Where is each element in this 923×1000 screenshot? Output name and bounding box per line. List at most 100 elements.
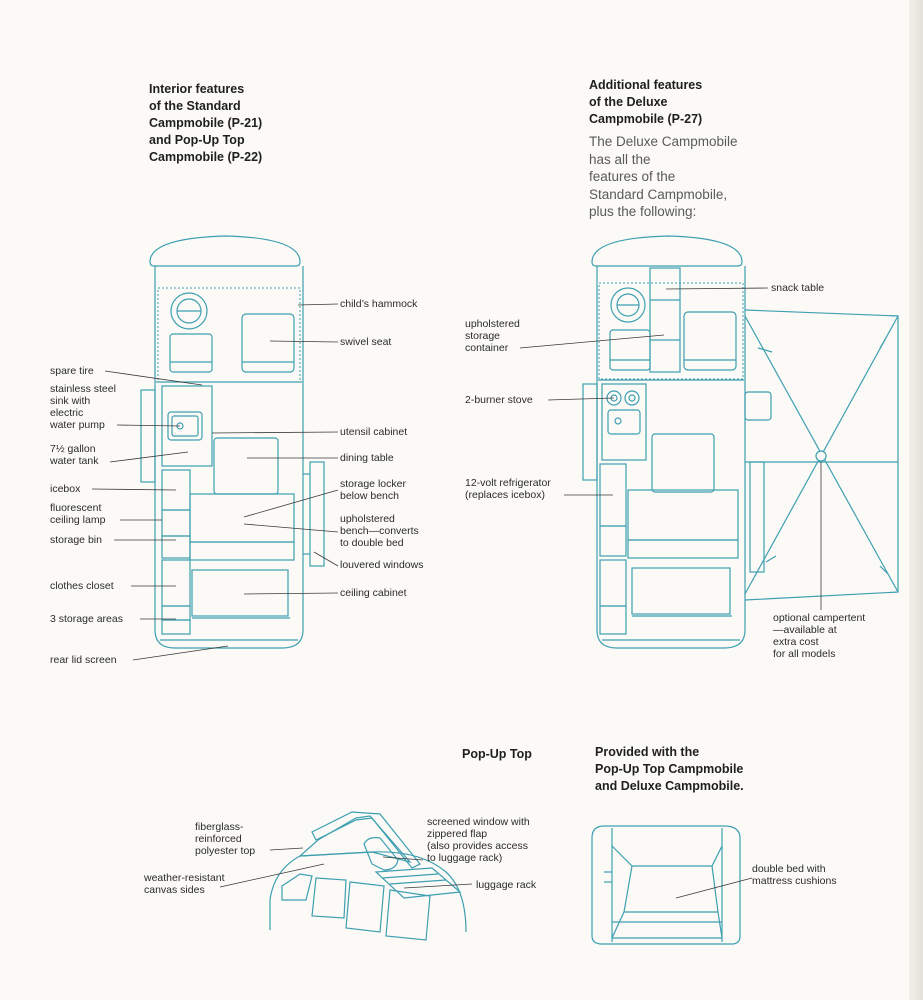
deluxe-intro: The Deluxe Campmobile has all the featur…	[589, 133, 738, 221]
label-text: ceiling lamp	[50, 514, 106, 526]
label-text: rear lid screen	[50, 654, 117, 666]
label-text: polyester top	[195, 845, 256, 857]
label-ceiling-cabinet: ceiling cabinet	[340, 587, 407, 599]
intro-line: features of the	[589, 169, 676, 184]
label-text: container	[465, 342, 509, 354]
intro-line: plus the following:	[589, 204, 697, 219]
label-text: weather-resistant	[144, 872, 225, 884]
label-screened-window: screened window with zippered flap (also…	[427, 816, 530, 864]
label-storage-container: upholstered storage container	[465, 318, 520, 354]
label-text: stainless steel	[50, 383, 116, 395]
heading-line: and Pop-Up Top	[149, 133, 245, 147]
label-text: luggage rack	[476, 879, 537, 891]
label-text: upholstered	[340, 513, 395, 525]
label-text: below bench	[340, 490, 399, 502]
label-storage-locker: storage locker below bench	[340, 478, 406, 502]
heading-line: of the Standard	[149, 99, 241, 113]
label-text: to double bed	[340, 537, 404, 549]
label-text: —available at	[773, 624, 837, 636]
label-icebox: icebox	[50, 483, 80, 495]
label-double-bed: double bed with mattress cushions	[752, 863, 837, 887]
label-text: storage bin	[50, 534, 102, 546]
label-childs-hammock: child’s hammock	[340, 298, 417, 310]
label-text: to luggage rack)	[427, 852, 503, 864]
label-text: dining table	[340, 452, 394, 464]
label-luggage-rack: luggage rack	[476, 879, 536, 891]
heading-line: Additional features	[589, 78, 703, 92]
label-text: 7½ gallon	[50, 443, 96, 455]
label-storage-areas: 3 storage areas	[50, 613, 123, 625]
label-canvas-sides: weather-resistant canvas sides	[144, 872, 225, 896]
heading-line: Campmobile (P-21)	[149, 116, 263, 130]
label-text: optional campertent	[773, 612, 866, 624]
label-text: icebox	[50, 483, 81, 495]
label-spare-tire: spare tire	[50, 365, 94, 377]
label-refrigerator: 12-volt refrigerator (replaces icebox)	[465, 477, 551, 501]
deluxe-floor-plan	[582, 235, 899, 649]
label-text: clothes closet	[50, 580, 114, 592]
label-clothes-closet: clothes closet	[50, 580, 114, 592]
label-text: 12-volt refrigerator	[465, 477, 551, 489]
label-text: storage	[465, 330, 501, 342]
label-text: storage locker	[340, 478, 406, 490]
label-sink: stainless steel sink with electric water…	[50, 383, 116, 431]
label-text: water pump	[50, 419, 105, 431]
standard-heading: Interior features of the Standard Campmo…	[149, 81, 262, 166]
label-text: fluorescent	[50, 502, 102, 514]
bed-leader-line	[675, 877, 753, 899]
label-campertent: optional campertent —available at extra …	[773, 612, 865, 660]
standard-leader-lines	[91, 303, 339, 661]
label-ceiling-lamp: fluorescent ceiling lamp	[50, 502, 105, 526]
label-text: utensil cabinet	[340, 426, 408, 438]
label-text: ceiling cabinet	[340, 587, 407, 599]
label-water-tank: 7½ gallon water tank	[50, 443, 98, 467]
label-text: electric	[50, 407, 84, 419]
intro-line: The Deluxe Campmobile	[589, 134, 738, 149]
label-text: swivel seat	[340, 336, 392, 348]
label-louvered-windows: louvered windows	[340, 559, 423, 571]
label-text: upholstered	[465, 318, 520, 330]
label-text: 2-burner stove	[465, 394, 533, 406]
heading-line: Pop-Up Top	[462, 747, 532, 761]
label-text: bench—converts	[340, 525, 419, 537]
label-text: spare tire	[50, 365, 94, 377]
label-text: zippered flap	[427, 828, 488, 840]
label-text: (also provides access	[427, 840, 528, 852]
heading-line: Campmobile (P-27)	[589, 112, 703, 126]
label-text: louvered windows	[340, 559, 424, 571]
double-bed-drawing	[591, 825, 741, 945]
label-fiberglass-top: fiberglass- reinforced polyester top	[195, 821, 255, 857]
popup-heading: Pop-Up Top	[462, 746, 532, 763]
heading-line: Pop-Up Top Campmobile	[595, 762, 744, 776]
deluxe-heading: Additional features of the Deluxe Campmo…	[589, 77, 702, 128]
intro-line: Standard Campmobile,	[589, 186, 728, 202]
label-text: reinforced	[195, 833, 242, 845]
label-utensil-cabinet: utensil cabinet	[340, 426, 407, 438]
label-text: double bed with	[752, 863, 826, 875]
label-text: 3 storage areas	[50, 613, 123, 625]
label-text: (replaces icebox)	[465, 489, 545, 501]
label-text: fiberglass-	[195, 821, 244, 833]
label-snack-table: snack table	[771, 282, 824, 294]
label-storage-bin: storage bin	[50, 534, 102, 546]
label-text: extra cost	[773, 636, 819, 648]
label-text: mattress cushions	[752, 875, 837, 887]
provided-heading: Provided with the Pop-Up Top Campmobile …	[595, 744, 744, 795]
label-text: water tank	[50, 455, 99, 467]
popup-leader-lines	[219, 847, 473, 889]
heading-line: Interior features	[149, 82, 245, 96]
label-stove: 2-burner stove	[465, 394, 533, 406]
label-text: screened window with	[427, 816, 530, 828]
label-bench: upholstered bench—converts to double bed	[340, 513, 419, 549]
heading-line: of the Deluxe	[589, 95, 668, 109]
label-text: sink with	[50, 395, 91, 407]
label-text: snack table	[771, 282, 825, 294]
label-rear-lid-screen: rear lid screen	[50, 654, 117, 666]
page-edge	[909, 0, 923, 1000]
popup-top-drawing	[269, 811, 467, 941]
label-text: for all models	[773, 648, 836, 660]
intro-line: has all the	[589, 151, 651, 167]
heading-line: Campmobile (P-22)	[149, 150, 263, 164]
label-swivel-seat: swivel seat	[340, 336, 391, 348]
